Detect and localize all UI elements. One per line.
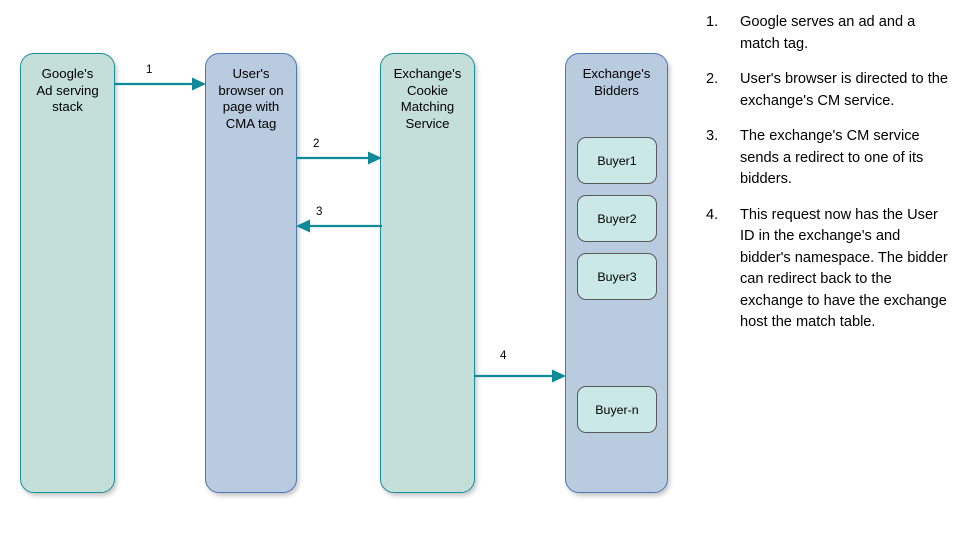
lane-exchange-bidders[interactable]: Exchange's Bidders Buyer1 Buyer2 Buyer3 … — [565, 53, 668, 493]
arrow-2 — [296, 151, 382, 165]
lane-google-ad-serving-stack-label: Google's Ad serving stack — [36, 66, 99, 114]
steps-list: 1. Google serves an ad and a match tag. … — [706, 12, 952, 348]
buyer-box-2-label: Buyer2 — [597, 211, 637, 226]
lane-user-browser[interactable]: User's browser on page with CMA tag — [205, 53, 297, 493]
arrow-1 — [114, 77, 206, 91]
lane-user-browser-label: User's browser on page with CMA tag — [218, 66, 284, 131]
list-item: 3. The exchange's CM service sends a red… — [706, 126, 952, 191]
step-text: User's browser is directed to the exchan… — [740, 71, 948, 109]
arrow-3 — [296, 219, 382, 233]
arrow-1-number: 1 — [146, 64, 153, 76]
lane-exchange-bidders-label: Exchange's Bidders — [582, 66, 651, 98]
step-text: Google serves an ad and a match tag. — [740, 14, 916, 52]
arrow-3-number: 3 — [316, 206, 323, 218]
list-item: 1. Google serves an ad and a match tag. — [706, 12, 952, 55]
arrow-2-number: 2 — [313, 138, 320, 150]
buyer-box-1-label: Buyer1 — [597, 153, 637, 168]
buyer-box-3-label: Buyer3 — [597, 269, 637, 284]
list-item: 4. This request now has the User ID in t… — [706, 205, 952, 334]
list-item: 2. User's browser is directed to the exc… — [706, 69, 952, 112]
arrow-4-number: 4 — [500, 350, 507, 362]
step-number: 3. — [706, 128, 719, 144]
lane-google-ad-serving-stack[interactable]: Google's Ad serving stack — [20, 53, 115, 493]
buyer-box-n-label: Buyer-n — [595, 402, 639, 417]
buyer-box-1[interactable]: Buyer1 — [577, 137, 657, 184]
step-number: 4. — [706, 206, 719, 223]
buyer-box-2[interactable]: Buyer2 — [577, 195, 657, 242]
step-text: The exchange's CM service sends a redire… — [740, 128, 924, 187]
buyer-box-n[interactable]: Buyer-n — [577, 386, 657, 433]
lane-exchange-cookie-matching-service-label: Exchange's Cookie Matching Service — [393, 66, 462, 131]
arrow-4 — [474, 369, 566, 383]
step-number: 1. — [706, 14, 719, 30]
step-number: 2. — [706, 71, 719, 87]
lane-exchange-cookie-matching-service[interactable]: Exchange's Cookie Matching Service — [380, 53, 475, 493]
step-text: This request now has the User ID in the … — [740, 206, 948, 331]
buyer-box-3[interactable]: Buyer3 — [577, 253, 657, 300]
